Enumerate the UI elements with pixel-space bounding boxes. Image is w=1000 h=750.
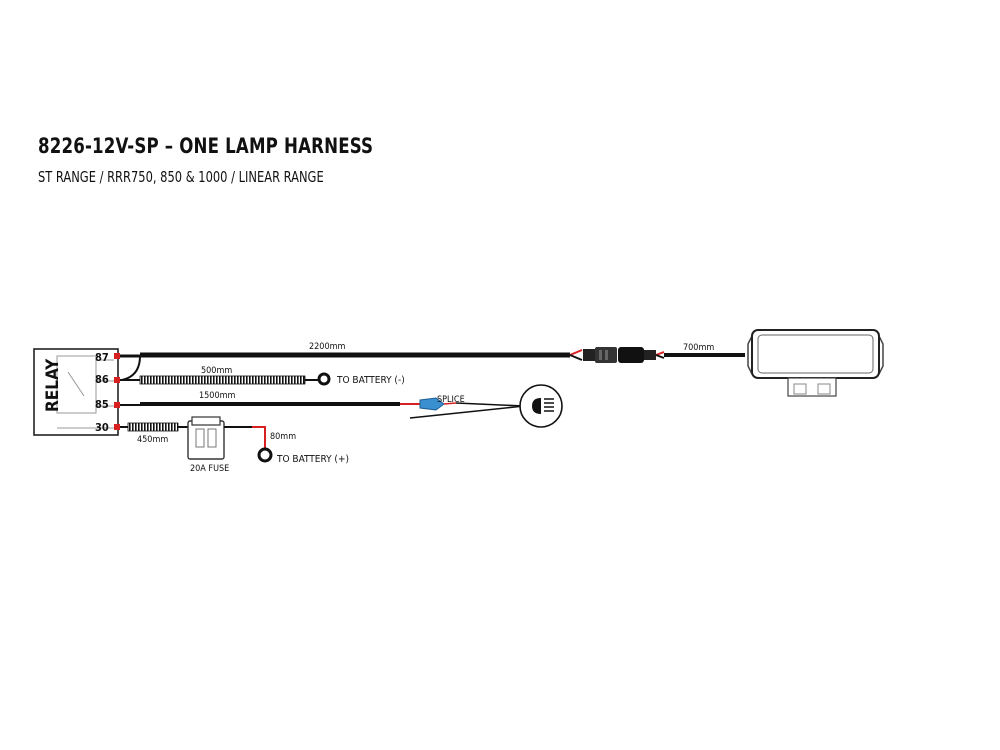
lamp-icon xyxy=(747,329,884,397)
ring-terminal-icon xyxy=(317,372,331,386)
main-wire-length: 2200mm xyxy=(309,342,345,352)
relay-pin-85: 85 xyxy=(95,398,109,411)
splice-connector-icon: SPLICE xyxy=(409,395,525,419)
relay-pin-30: 30 xyxy=(95,421,109,434)
negative-wire: 500mm xyxy=(120,366,318,385)
fuse-holder-icon: 20A FUSE xyxy=(187,416,229,474)
high-beam-icon xyxy=(519,384,563,428)
splice-label: SPLICE xyxy=(437,395,465,405)
positive-wire: 80mm xyxy=(224,426,296,448)
to-battery-negative-label: TO BATTERY (-) xyxy=(336,375,405,386)
switch-wire: 1500mm xyxy=(120,391,422,406)
negative-wire-length: 500mm xyxy=(201,366,232,376)
relay-label: RELAY xyxy=(43,358,63,412)
relay-pin-87: 87 xyxy=(95,351,109,364)
connector-icon xyxy=(583,347,665,363)
fuse-input-wire-length: 450mm xyxy=(137,435,168,445)
page-title: 8226-12V-SP – ONE LAMP HARNESS xyxy=(38,134,374,158)
positive-wire-length: 80mm xyxy=(270,432,296,442)
relay-icon: RELAY 87 86 85 30 xyxy=(33,348,120,436)
switch-wire-length: 1500mm xyxy=(199,391,235,401)
lamp-wire: 700mm xyxy=(664,343,745,357)
ring-terminal-positive-icon xyxy=(257,447,273,463)
lamp-wire-length: 700mm xyxy=(683,343,714,353)
fuse-label: 20A FUSE xyxy=(190,464,229,474)
page-subtitle: ST RANGE / RRR750, 850 & 1000 / LINEAR R… xyxy=(38,168,324,186)
fuse-input-wire: 450mm xyxy=(120,422,188,445)
relay-pin-86: 86 xyxy=(95,373,109,386)
to-battery-positive-label: TO BATTERY (+) xyxy=(276,454,349,465)
